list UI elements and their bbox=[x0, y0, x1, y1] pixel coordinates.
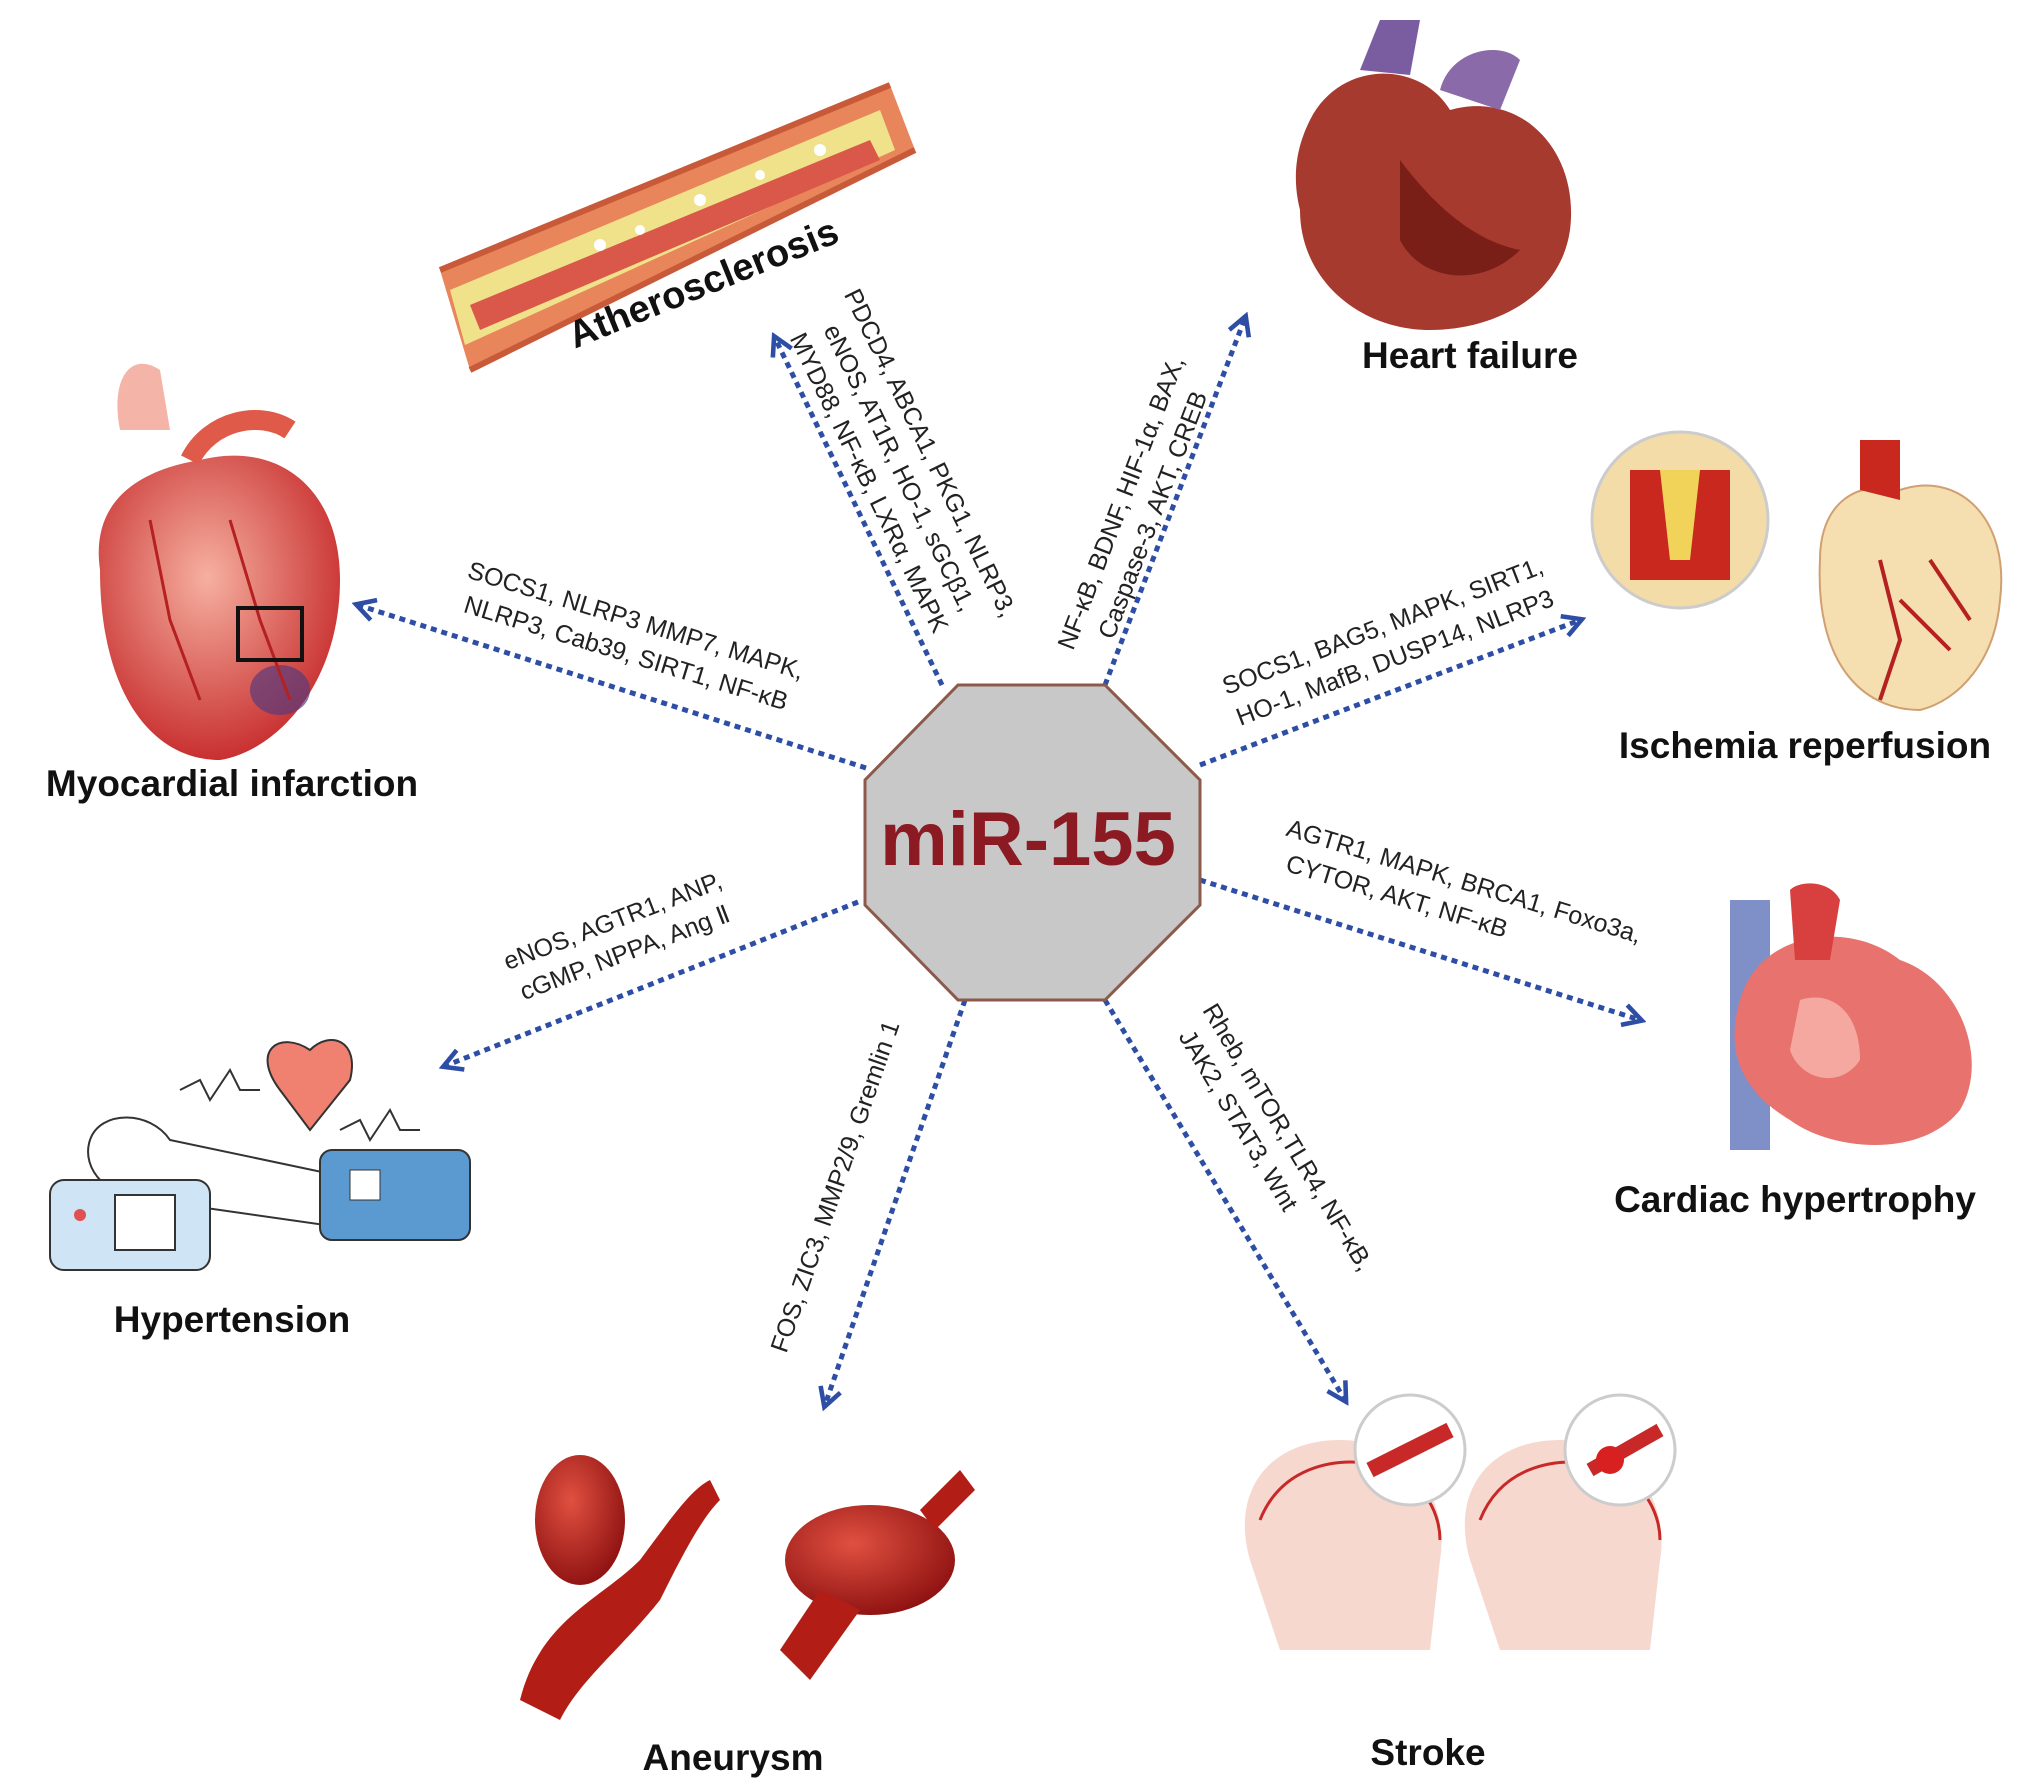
cardiac-hypertrophy-illustration bbox=[1730, 883, 1972, 1150]
label-hypertension: Hypertension bbox=[114, 1299, 350, 1340]
arrow-myocardial-infarction bbox=[358, 605, 867, 771]
arrows-layer bbox=[358, 318, 1640, 1405]
arrow-hypertension bbox=[445, 899, 859, 1066]
atherosclerosis-illustration bbox=[438, 82, 917, 373]
genes-aneurysm-line-1: FOS, ZIC3, MMP2/9, Gremlin 1 bbox=[765, 1017, 905, 1356]
center-octagon bbox=[863, 683, 1202, 1002]
aneurysm-illustration bbox=[520, 1455, 975, 1720]
ischemia-reperfusion-illustration bbox=[1590, 430, 2003, 712]
label-heart-failure: Heart failure bbox=[1362, 335, 1578, 376]
arrow-ischemia-reperfusion bbox=[1199, 620, 1580, 768]
stroke-illustration bbox=[1244, 1393, 1677, 1650]
label-myocardial-infarction: Myocardial infarction bbox=[46, 763, 418, 804]
label-ischemia-reperfusion: Ischemia reperfusion bbox=[1619, 725, 1991, 766]
label-stroke: Stroke bbox=[1370, 1732, 1485, 1773]
arrow-aneurysm bbox=[825, 999, 968, 1405]
label-cardiac-hypertrophy: Cardiac hypertrophy bbox=[1614, 1179, 1976, 1220]
arrow-atherosclerosis bbox=[775, 338, 945, 687]
center-label: miR-155 bbox=[880, 797, 1176, 882]
genes-stroke-line-1: Rheb, mTOR,TLR4, NF-κB, bbox=[1197, 999, 1379, 1276]
myocardial-infarction-illustration bbox=[98, 363, 340, 760]
hypertension-illustration bbox=[49, 1039, 471, 1271]
label-aneurysm: Aneurysm bbox=[643, 1737, 824, 1778]
arrow-stroke bbox=[1102, 998, 1345, 1400]
heart-failure-illustration bbox=[1295, 20, 1572, 330]
